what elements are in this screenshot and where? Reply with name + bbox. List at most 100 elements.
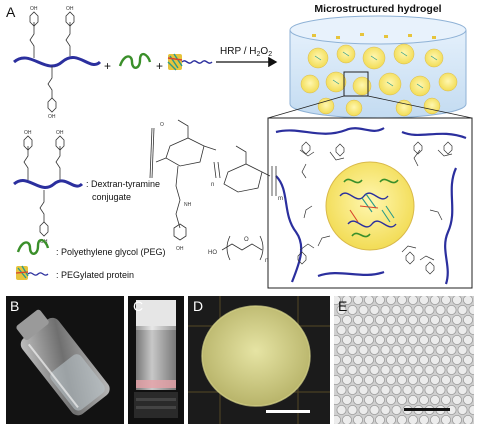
microsphere (386, 355, 397, 366)
microsphere (441, 355, 452, 366)
legend-dextran-icon: OH OH OH (13, 130, 84, 245)
microsphere (347, 324, 358, 335)
microsphere (419, 375, 430, 386)
microsphere (347, 385, 358, 396)
microsphere (402, 324, 413, 335)
photo-b (6, 296, 124, 424)
microsphere (341, 355, 352, 366)
microsphere (402, 345, 413, 356)
zoom-network (275, 127, 467, 285)
photo-d (188, 296, 330, 424)
microsphere (397, 335, 408, 346)
microsphere (352, 395, 363, 406)
microsphere (468, 405, 474, 415)
microsphere (435, 324, 446, 335)
microsphere (358, 365, 369, 376)
microsphere (386, 335, 397, 346)
microsphere (353, 415, 363, 424)
microsphere (334, 315, 341, 325)
microsphere (419, 314, 430, 325)
microsphere (397, 375, 408, 386)
microsphere (435, 385, 446, 396)
panel-label-d: D (193, 298, 204, 314)
dextran-conjugate-top: OH OH OH (13, 6, 102, 120)
microsphere (358, 385, 369, 396)
microscopy-image (334, 296, 474, 424)
photo-c (128, 296, 184, 424)
microsphere (402, 385, 413, 396)
microsphere (419, 335, 430, 346)
microsphere (441, 335, 452, 346)
microsphere (352, 335, 363, 346)
microsphere (430, 296, 440, 305)
microsphere (463, 296, 473, 305)
microsphere (375, 335, 386, 346)
microsphere (441, 415, 451, 424)
hydrogel-disc (188, 296, 330, 424)
microsphere (397, 395, 408, 406)
plus-sign: + (104, 59, 111, 73)
microsphere (386, 395, 397, 406)
microsphere (375, 415, 385, 424)
microsphere (380, 405, 391, 416)
microsphere (408, 314, 419, 325)
microsphere (358, 324, 369, 335)
microsphere (342, 296, 352, 305)
scheme-svg: OH OH OH + + HRP / H2O2 (13, 3, 473, 289)
microsphere (341, 375, 352, 386)
microsphere (430, 355, 441, 366)
microsphere (352, 355, 363, 366)
microsphere (353, 296, 363, 305)
microsphere (397, 355, 408, 366)
legend-protein-icon (15, 265, 49, 280)
microsphere (446, 324, 457, 335)
microsphere (386, 415, 396, 424)
microsphere (457, 324, 468, 335)
microsphere (334, 415, 341, 424)
svg-text:OH: OH (176, 246, 184, 252)
microsphere (468, 385, 474, 395)
microsphere (363, 375, 374, 386)
microsphere (413, 365, 424, 376)
panel-label-b: B (10, 298, 20, 314)
microsphere (430, 395, 441, 406)
microsphere (380, 365, 391, 376)
panel-label-c: C (133, 298, 144, 314)
legend-peg-label: : Polyethylene glycol (PEG) (56, 247, 166, 257)
microsphere (452, 355, 463, 366)
microsphere (441, 395, 452, 406)
microsphere (347, 304, 358, 315)
legend-peg-icon (16, 238, 50, 255)
svg-text:O: O (160, 122, 164, 128)
microsphere (462, 375, 473, 386)
microsphere (430, 415, 440, 424)
microsphere (408, 335, 419, 346)
peg-coil-icon (118, 52, 152, 69)
microsphere (468, 345, 474, 355)
microsphere (408, 415, 418, 424)
peg-formula (221, 235, 264, 261)
peg-formula-n: n (265, 258, 268, 264)
microsphere (446, 304, 457, 315)
microsphere (347, 365, 358, 376)
reagent-label: HRP / H2O2 (220, 46, 272, 58)
microsphere (397, 296, 407, 305)
microsphere (397, 415, 407, 424)
microsphere (463, 415, 473, 424)
tilted-vial (16, 309, 110, 416)
svg-text:NH: NH (184, 202, 192, 208)
microsphere (446, 365, 457, 376)
microsphere (462, 335, 473, 346)
microsphere (386, 375, 397, 386)
microsphere (336, 304, 347, 315)
hydrogel-cylinder-icon (289, 15, 467, 119)
zoom-line (267, 95, 345, 119)
microsphere (452, 395, 463, 406)
dextran-structure (149, 119, 277, 241)
pegylated-protein-icon (167, 53, 213, 71)
legend-protein-label: : PEGylated protein (56, 270, 134, 280)
microsphere (369, 385, 380, 396)
microsphere (452, 375, 463, 386)
oh-label: OH (66, 6, 74, 12)
